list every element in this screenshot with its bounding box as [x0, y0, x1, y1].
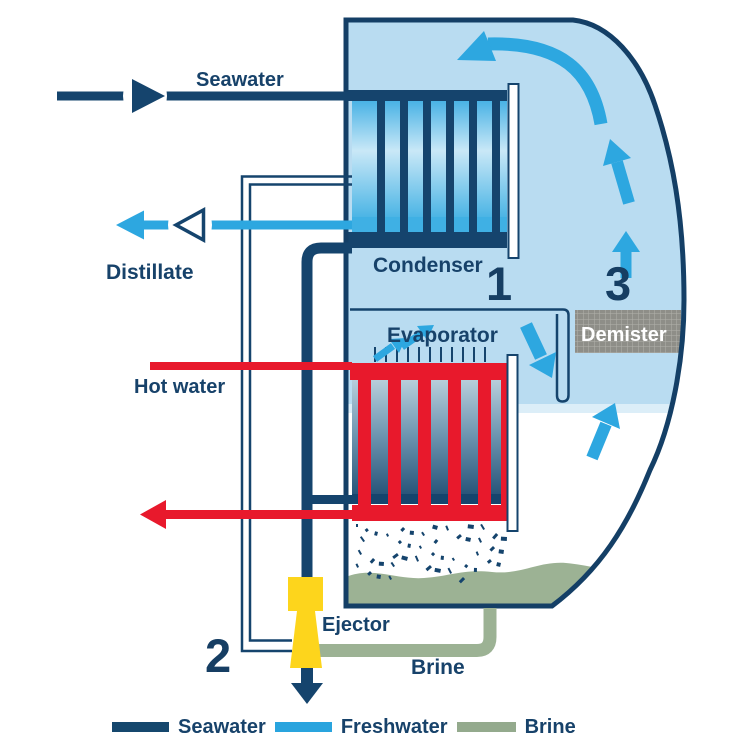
- hot-water-label: Hot water: [134, 376, 226, 398]
- seawater-line-label: Seawater: [196, 69, 284, 91]
- vapor-rise-arrow-upper: [603, 139, 635, 205]
- evaporator-bundle: [350, 347, 519, 532]
- distillate-label: Distillate: [106, 261, 194, 284]
- brine-droplets: [355, 523, 508, 584]
- condenser-label: Condenser: [373, 254, 483, 277]
- condenser-tube-bars: [377, 101, 500, 248]
- evaporator-chamber-baffle: [350, 308, 570, 403]
- legend-freshwater-label: Freshwater: [340, 716, 448, 738]
- ejector-feed-pipe: [301, 242, 352, 667]
- vapor-rise-arrow-lower: [586, 403, 620, 461]
- brine-pipe: [318, 608, 497, 657]
- legend-seawater-swatch: [112, 722, 169, 732]
- demister-label: Demister: [581, 324, 667, 346]
- hot-water-circuit: [140, 362, 352, 529]
- seawater-inlet: [57, 74, 352, 118]
- demister-mesh: [575, 310, 681, 353]
- distillate-arrow: [116, 210, 144, 240]
- condenser-top-header: [348, 90, 507, 101]
- vessel-outline: [343, 17, 687, 609]
- vapor-chamber-exit-arrow: [520, 322, 556, 378]
- condenser-tube-sheet: [507, 83, 520, 259]
- legend-brine-label: Brine: [524, 716, 576, 738]
- legend-brine-swatch: [456, 722, 516, 732]
- ejector-discharge-arrow: [291, 662, 323, 704]
- hot-water-tube-bars: [358, 368, 514, 521]
- condenser-bottom-header: [348, 232, 507, 248]
- vapor-flow-arrows: [372, 31, 640, 461]
- evaporator-label: Evaporator: [387, 324, 498, 347]
- evaporator-tube-sheet: [506, 354, 519, 532]
- brine-line-label: Brine: [411, 656, 465, 679]
- stage-number-2: 2: [205, 629, 232, 682]
- legend-seawater-label: Seawater: [178, 716, 266, 738]
- air-suction-pipe: [240, 175, 352, 653]
- legend-freshwater-swatch: [274, 722, 332, 732]
- vapor-curved-arrow: [457, 31, 608, 126]
- feedwater-band: [352, 494, 511, 504]
- stage-number-3: 3: [605, 257, 632, 310]
- ejector-label: Ejector: [322, 614, 390, 636]
- distillate-outlet: [116, 203, 352, 247]
- condenser-bundle: [348, 83, 520, 259]
- hot-water-bottom-header: [352, 505, 511, 521]
- legend: Seawater Freshwater Brine: [112, 717, 576, 737]
- stage-number-1: 1: [486, 257, 513, 310]
- spray-nozzle-ticks: [374, 347, 486, 362]
- seawater-pump-icon: [123, 74, 167, 118]
- distillate-pump-icon: [168, 203, 212, 247]
- evaporation-arrow-small-right: [399, 325, 434, 350]
- hot-water-return-arrow: [140, 500, 166, 529]
- evaporation-arrow-small-left: [372, 338, 406, 362]
- hot-water-top-header: [350, 363, 511, 380]
- vapor-rise-arrow-middle: [612, 231, 640, 278]
- ejector-icon: [288, 577, 323, 668]
